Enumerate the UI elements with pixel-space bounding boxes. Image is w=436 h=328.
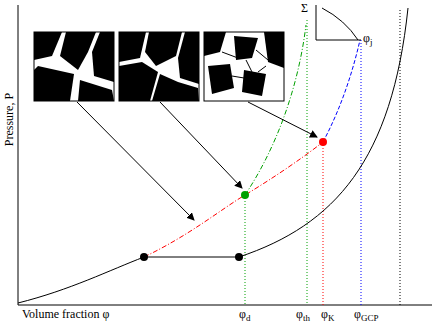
y-axis bbox=[18, 5, 19, 305]
guide-line bbox=[245, 195, 246, 305]
tick-label: φd bbox=[239, 308, 250, 321]
tick-label: φGCP bbox=[354, 308, 378, 321]
axis-label: Σ bbox=[301, 2, 308, 15]
inset-axis bbox=[316, 5, 317, 40]
axis-label: φj bbox=[363, 32, 372, 45]
inset-axis bbox=[316, 40, 361, 41]
pointer-arrow bbox=[160, 102, 242, 188]
packing-snapshot bbox=[34, 32, 114, 101]
point bbox=[235, 253, 243, 261]
packing-snapshot bbox=[204, 32, 284, 101]
inset-curve bbox=[322, 8, 358, 40]
packing-snapshot bbox=[119, 32, 199, 101]
jamming-curve bbox=[323, 40, 360, 142]
guide-line bbox=[361, 40, 362, 305]
x-axis bbox=[18, 305, 432, 306]
guide-line bbox=[307, 20, 308, 305]
tick-label: φth bbox=[296, 308, 310, 321]
point bbox=[241, 191, 249, 199]
tick-label: φK bbox=[321, 308, 334, 321]
point bbox=[140, 253, 148, 261]
equilibrium-curve bbox=[18, 8, 408, 303]
pointer-arrow bbox=[248, 102, 317, 137]
axis-title: Pressure, P bbox=[3, 93, 16, 146]
guide-line bbox=[323, 142, 324, 305]
guide-line bbox=[400, 10, 401, 305]
glass-curve bbox=[144, 142, 323, 257]
point bbox=[319, 138, 327, 146]
axis-title: Volume fraction φ bbox=[22, 308, 109, 321]
